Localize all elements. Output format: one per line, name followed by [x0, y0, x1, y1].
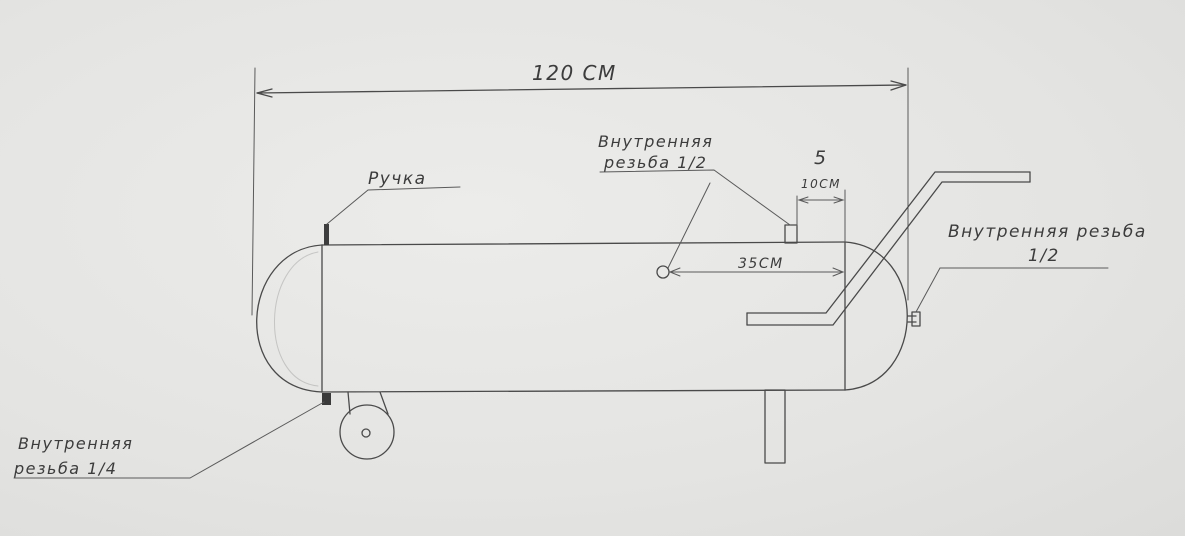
- overall-dimension: 120 СМ: [251, 61, 909, 316]
- left-thread-line1: Внутренняя: [18, 434, 133, 453]
- handle-post: [324, 224, 329, 245]
- top-fitting-leader: [599, 169, 791, 226]
- wheel: [339, 404, 395, 460]
- pull-handle-bottom-edge: [746, 181, 1031, 326]
- center-arrow-left: [668, 267, 681, 277]
- wheel-bracket-right: [379, 391, 389, 415]
- tank: [256, 241, 908, 393]
- tank-end-shade: [274, 251, 319, 387]
- gap-dimension: 5 10СМ: [796, 147, 846, 243]
- handle-label: Ручка: [368, 169, 427, 189]
- right-outlet-nozzle: [911, 311, 921, 327]
- side-port-circle: [656, 265, 670, 279]
- handle: Ручка: [324, 169, 461, 245]
- arrow-left: [256, 88, 273, 98]
- pull-handle-top-edge: [746, 171, 1031, 314]
- wheel-assembly: [339, 391, 395, 460]
- dimension-line-120: [256, 84, 907, 94]
- top-thread-line1: Внутренняя: [598, 132, 713, 151]
- right-thread-line2: 1/2: [1028, 246, 1060, 266]
- gap-arrow-left: [797, 196, 809, 204]
- support-leg-rect: [764, 389, 786, 464]
- drain-nozzle: [322, 393, 331, 405]
- tank-end-cap-right: [844, 241, 908, 391]
- top-fitting-nozzle: [784, 224, 798, 244]
- handle-leader: [326, 186, 461, 225]
- extension-line-left: [251, 67, 256, 316]
- gap-arrow-right: [833, 196, 845, 204]
- top-fitting: Внутренняя резьба 1/2: [598, 132, 798, 244]
- top-thread-line2: резьба 1/2: [603, 153, 707, 172]
- center-arrow-right: [832, 267, 845, 277]
- right-outlet-leader: [915, 267, 1109, 313]
- drain-fitting: Внутренняя резьба 1/4: [13, 393, 331, 479]
- wheel-bracket-left: [347, 391, 351, 415]
- drain-leader: [13, 401, 325, 479]
- side-port: 35СМ: [656, 182, 845, 279]
- arrow-right: [890, 80, 907, 91]
- right-outlet: Внутренняя резьба 1/2: [907, 222, 1147, 327]
- gap-value: 5: [814, 147, 828, 169]
- right-thread-line1: Внутренняя резьба: [948, 222, 1147, 242]
- tank-top-edge: [321, 241, 846, 246]
- tank-bottom-edge: [321, 389, 846, 393]
- wheel-hub: [361, 428, 371, 438]
- tank-end-cap-left: [256, 244, 323, 393]
- center-dimension-label: 35СМ: [738, 256, 784, 272]
- overall-length-label: 120 СМ: [532, 61, 617, 85]
- side-port-leader: [667, 182, 711, 269]
- left-thread-line2: резьба 1/4: [13, 459, 117, 478]
- gap-unit: 10СМ: [801, 177, 841, 191]
- pull-handle: [746, 171, 1031, 326]
- support-leg: [764, 389, 786, 464]
